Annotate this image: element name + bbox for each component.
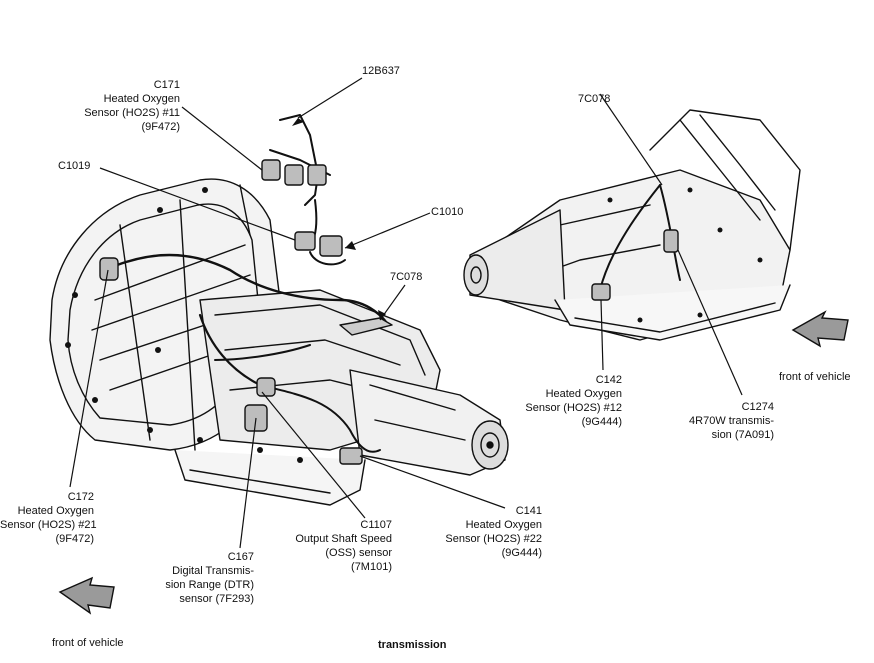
front-of-vehicle-left: front of vehicle [52,637,124,649]
leader-arrowheads [292,118,386,320]
label-c1010: C1010 [431,206,464,218]
label-c1019: C1019 [58,160,91,172]
front-arrow-left [58,576,115,615]
front-arrow-right [791,310,849,348]
front-of-vehicle-right: front of vehicle [779,371,851,383]
figure-caption: transmission [378,639,447,651]
label-12b637: 12B637 [362,65,400,77]
right-transmission [463,109,801,341]
label-7c078-right: 7C078 [578,93,611,105]
leader-lines [69,77,743,549]
label-7c078-left: 7C078 [390,271,423,283]
left-transmission [49,114,509,506]
